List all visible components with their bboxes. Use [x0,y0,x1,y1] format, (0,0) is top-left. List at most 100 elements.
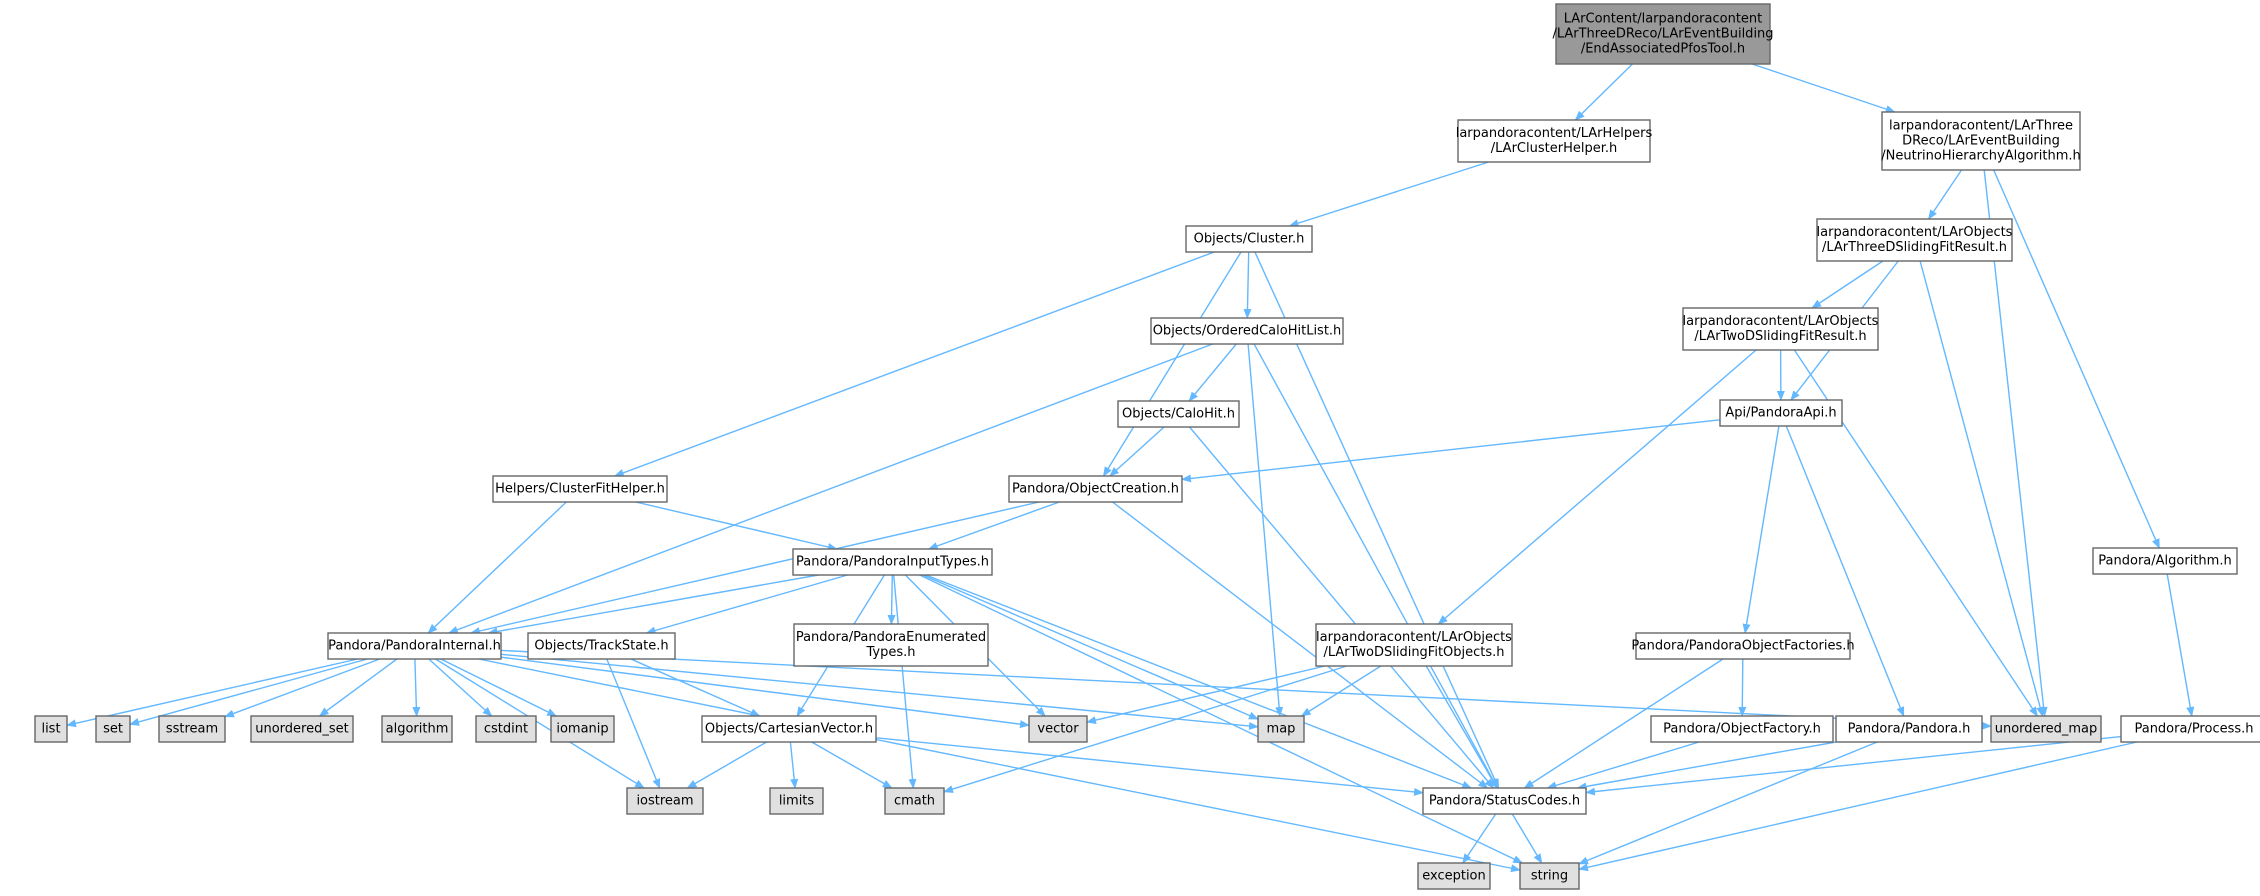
node-iomanip: iomanip [550,715,615,743]
edge-internal-to-list [66,658,358,728]
node-label: Pandora/PandoraInputTypes.h [796,555,989,570]
edge-internal-to-iostream [435,658,645,789]
node-box [2120,715,2260,743]
node-pandoraapi[interactable]: Api/PandoraApi.h [1719,399,1843,427]
node-box [1635,632,1851,660]
node-label: Pandora/ObjectCreation.h [1012,482,1179,497]
node-process[interactable]: Pandora/Process.h [2120,715,2260,743]
node-root[interactable]: LArContent/larpandoracontent/LArThreeDRe… [1552,3,1774,65]
node-twodfit[interactable]: larpandoracontent/LArObjects/LArTwoDSlid… [1682,307,1879,351]
node-box [550,715,615,743]
node-internal[interactable]: Pandora/PandoraInternal.h [327,632,502,660]
node-neutrino[interactable]: larpandoracontent/LArThreeDReco/LArEvent… [1881,111,2081,171]
edge-objcreation-to-internal [469,501,1040,635]
node-box [1117,400,1240,428]
node-box [1457,119,1651,163]
node-label: unordered_map [1995,722,2098,737]
node-box [34,715,68,743]
edge-inputtypes-to-enumerated [887,574,896,625]
node-objfactories[interactable]: Pandora/PandoraObjectFactories.h [1631,632,1855,660]
edge-process-to-statuscodes [1585,735,2122,796]
node-box [1422,787,1587,815]
node-box [2092,547,2238,575]
edge-cluster-to-ordcalo [1243,251,1252,319]
node-box [1519,862,1580,890]
node-box [158,715,226,743]
edge-inputtypes-to-internal [487,574,819,636]
node-objfactory[interactable]: Pandora/ObjectFactory.h [1650,715,1834,743]
node-iostream: iostream [626,787,704,815]
edge-internal-to-set [129,658,368,726]
node-label: unordered_set [255,722,348,737]
node-label: larpandoracontent/LArObjects [1316,630,1512,645]
node-label: Objects/TrackState.h [534,639,668,654]
node-label: Pandora/PandoraInternal.h [328,639,501,654]
node-box [1185,225,1313,253]
node-ordcalo[interactable]: Objects/OrderedCaloHitList.h [1150,317,1344,345]
edge-neutrino-to-algorithm_h [1993,169,2160,549]
edge-pandoraapi-to-pandora_h [1785,425,1905,717]
edge-internal-to-cstdint [428,658,493,717]
node-box [1315,623,1513,667]
node-label: Pandora/PandoraEnumerated [796,630,986,645]
node-exception: exception [1417,862,1491,890]
edge-inputtypes-to-statuscodes [925,574,1473,789]
edge-algorithm_h-to-process [2166,573,2195,717]
node-box [492,475,668,503]
node-label: list [41,722,60,737]
node-label: vector [1037,722,1079,737]
node-twodobjects[interactable]: larpandoracontent/LArObjects/LArTwoDSlid… [1315,623,1513,667]
node-label: DReco/LArEventBuilding [1902,134,2060,149]
edge-ordcalo-to-internal [447,343,1213,634]
node-box [1816,218,2013,262]
edge-trackstate-to-iostream [606,658,661,789]
node-statuscodes[interactable]: Pandora/StatusCodes.h [1422,787,1587,815]
edge-cluster-to-objcreation [1102,251,1242,477]
edge-internal-to-sstream [224,658,380,718]
edge-clusterhelper-to-cluster [1288,161,1489,228]
edge-cluster-to-clusterfit [613,251,1215,477]
node-label: iostream [636,794,693,809]
edge-root-to-clusterhelper [1574,63,1633,121]
edge-threedfit-to-unordered_map [1919,260,2045,717]
node-box [793,623,989,667]
node-calohit[interactable]: Objects/CaloHit.h [1117,400,1240,428]
edge-trackstate-to-cartesian [630,658,761,717]
node-box [1990,715,2102,743]
node-set: set [95,715,131,743]
edge-internal-to-algorithm [412,658,421,717]
edge-internal-to-map [500,653,1259,730]
nodes-layer: LArContent/larpandoracontent/LArThreeDRe… [34,3,2260,890]
node-threedfit[interactable]: larpandoracontent/LArObjects/LArThreeDSl… [1816,218,2013,262]
node-pandora_h[interactable]: Pandora/Pandora.h [1835,715,1983,743]
edge-objfactories-to-statuscodes [1523,658,1724,789]
node-box [475,715,537,743]
node-box [1881,111,2081,171]
edge-objfactories-to-objfactory [1738,658,1747,717]
node-cluster[interactable]: Objects/Cluster.h [1185,225,1313,253]
node-box [884,787,945,815]
edge-inputtypes-to-string [919,574,1524,864]
node-clusterhelper[interactable]: larpandoracontent/LArHelpers/LArClusterH… [1456,119,1653,163]
node-box [1719,399,1843,427]
node-objcreation[interactable]: Pandora/ObjectCreation.h [1008,475,1183,503]
node-label: Api/PandoraApi.h [1725,406,1836,421]
edge-cartesian-to-cmath [811,741,893,789]
node-algorithm_h[interactable]: Pandora/Algorithm.h [2092,547,2238,575]
node-clusterfit[interactable]: Helpers/ClusterFitHelper.h [492,475,668,503]
edge-root-to-neutrino [1751,63,1896,113]
edge-process-to-string [1578,741,2138,872]
node-label: larpandoracontent/LArObjects [1683,314,1879,329]
node-trackstate[interactable]: Objects/TrackState.h [527,632,676,660]
node-inputtypes[interactable]: Pandora/PandoraInputTypes.h [792,548,993,576]
node-cartesian[interactable]: Objects/CartesianVector.h [701,715,877,743]
node-string: string [1519,862,1580,890]
node-box [1008,475,1183,503]
node-box [1650,715,1834,743]
edge-internal-to-iomanip [440,658,558,717]
edge-cartesian-to-statuscodes [875,737,1424,796]
node-limits: limits [769,787,824,815]
node-label: larpandoracontent/LArHelpers [1456,126,1653,141]
node-label: Pandora/Algorithm.h [2098,554,2231,569]
